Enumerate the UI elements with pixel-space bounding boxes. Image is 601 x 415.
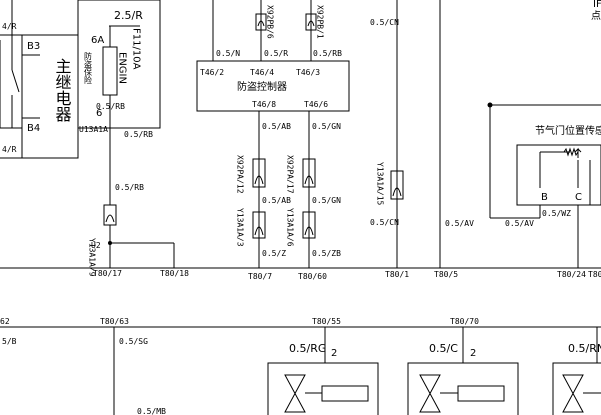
low-connector-1-icon <box>252 211 266 239</box>
fuse-input-wire: 2.5/R <box>114 9 143 22</box>
fuse-out-connector: U13A1A <box>79 125 108 134</box>
cn-wire-bottom: 0.5/CN <box>370 218 399 227</box>
fuse-pin-6: 6 <box>96 108 102 119</box>
fuse-block: 2.5/R 6A 防盗保险 ENGIN F11/10A 6 0.5/RB U13… <box>77 0 161 139</box>
main-relay: 4/R B3 B4 4/R 主继电器 <box>0 0 79 159</box>
injector-1-valve-icon <box>284 374 306 413</box>
terminal-t80-5: T80/5 <box>434 270 458 279</box>
injector-3-wire: 0.5/RN <box>568 342 601 355</box>
splice-label: U2 <box>91 241 101 250</box>
throttle-wire-av-1: 0.5/AV <box>445 219 474 228</box>
mid-connector-1-icon <box>252 158 266 188</box>
relay-bottom-wire-label: 4/R <box>2 145 17 154</box>
throttle-wire-av-2: 0.5/AV <box>505 219 534 228</box>
throttle-potentiometer-icon <box>563 147 579 157</box>
left-branch-connector: Y13A1A/9 <box>88 238 97 277</box>
relay-pin-b3: B3 <box>27 41 40 52</box>
injector-1: 0.5/RG 2 <box>267 327 379 415</box>
anti-theft-wire-bottom-2: 0.5/GN <box>312 122 341 131</box>
terminal-t80-70: T80/70 <box>450 317 479 326</box>
top-right-text-2: 点 <box>591 10 601 22</box>
terminal-t80-24: T80/24 <box>557 270 586 279</box>
terminal-t80-18: T80/18 <box>160 269 189 278</box>
anti-theft-wire-top-1: 0.5/N <box>216 49 240 58</box>
injector-2-valve-icon <box>419 374 441 413</box>
fuse-box <box>77 0 161 129</box>
cn-connector: Y13A1A/15 <box>376 162 385 206</box>
mid-connector-2-icon <box>302 158 316 188</box>
relay-pin-b4: B4 <box>27 123 40 134</box>
fuse-out-wire-2: 0.5/RB <box>124 130 153 139</box>
cn-connector-icon <box>390 170 404 200</box>
terminal-62: 62 <box>0 317 10 326</box>
anti-theft-pin-t46-2: T46/2 <box>200 68 224 77</box>
bottom-wire-mb: 0.5/MB <box>137 407 166 415</box>
injector-2-wire: 0.5/C <box>429 342 458 355</box>
terminal-t80-63: T80/63 <box>100 317 129 326</box>
fuse-element-icon <box>102 46 118 96</box>
anti-theft-wire-top-2: 0.5/R <box>264 49 288 58</box>
anti-theft-low-wire-1: 0.5/Z <box>262 249 286 258</box>
anti-theft-mid-wire-1: 0.5/AB <box>262 196 291 205</box>
injector-3: 0.5/RN <box>552 327 601 415</box>
anti-theft-pin-t46-4: T46/4 <box>250 68 274 77</box>
anti-theft-title: 防盗控制器 <box>237 80 287 93</box>
fuse-name-cn: 防盗保险 <box>84 51 93 85</box>
top-connector-1-icon <box>255 13 267 31</box>
injector-2: 0.5/C 2 <box>407 327 519 415</box>
left-branch-wire: 0.5/RB <box>115 183 144 192</box>
bottom-section: 62 T80/63 T80/55 T80/70 5/B 0.5/SG 0.5/M… <box>0 317 601 415</box>
anti-theft-wire-top-3: 0.5/RB <box>313 49 342 58</box>
low-connector-1: Y13A1A/3 <box>236 208 245 247</box>
terminal-t80-7: T80/7 <box>248 272 272 281</box>
terminal-t80-right: T80 <box>588 270 601 279</box>
anti-theft-low-wire-2: 0.5/ZB <box>312 249 341 258</box>
injector-2-coil-icon <box>457 385 505 402</box>
injector-2-pin: 2 <box>470 348 476 359</box>
bottom-wire-5b: 5/B <box>2 337 17 346</box>
fuse-name-en-2: F11/10A <box>131 28 142 70</box>
injector-1-pin: 2 <box>331 348 337 359</box>
bottom-wire-sg: 0.5/SG <box>119 337 148 346</box>
fuse-rating: 6A <box>91 35 104 46</box>
low-connector-2: Y13A1A/6 <box>286 208 295 247</box>
anti-theft-pin-t46-3: T46/3 <box>296 68 320 77</box>
relay-title: 主继电器 <box>53 58 72 122</box>
cn-wire-top: 0.5/CN <box>370 18 399 27</box>
fuse-name-en-1: ENGIN <box>117 52 128 84</box>
cn-line: 0.5/CN Y13A1A/15 0.5/CN T80/1 <box>370 0 409 279</box>
fuse-out-wire-1: 0.5/RB <box>96 102 125 111</box>
anti-theft-pin-t46-8: T46/8 <box>252 100 276 109</box>
top-connector-2: X92PB/1 <box>316 5 325 39</box>
throttle-box <box>516 144 601 206</box>
throttle-sensor: 0.5/AV T80/5 0.5/AV 节气门位置传感器 B C 0.5/WZ … <box>434 0 601 279</box>
anti-theft-mid-wire-2: 0.5/GN <box>312 196 341 205</box>
relay-switch-icon <box>0 0 22 129</box>
anti-theft-pin-t46-6: T46/6 <box>304 100 328 109</box>
terminal-t80-60: T80/60 <box>298 272 327 281</box>
injector-3-valve-icon <box>562 374 584 413</box>
terminal-t80-17: T80/17 <box>93 269 122 278</box>
mid-connector-1: X92PA/12 <box>236 155 245 194</box>
top-right-text-1: IF <box>593 0 601 10</box>
terminal-t80-1: T80/1 <box>385 270 409 279</box>
throttle-wire-wz: 0.5/WZ <box>542 209 571 218</box>
left-branch: 0.5/RB Y13A1A/9 U2 T80/17 T80/18 <box>88 138 189 278</box>
top-connector-2-icon <box>305 13 317 31</box>
terminal-t80-55: T80/55 <box>312 317 341 326</box>
top-connector-1: X92PB/6 <box>266 5 275 39</box>
mid-connector-2: X92PA/17 <box>286 155 295 194</box>
anti-theft-controller: X92PB/6 X92PB/1 0.5/N 0.5/R 0.5/RB T46/2… <box>196 0 350 281</box>
throttle-pin-c: C <box>575 192 582 203</box>
throttle-title: 节气门位置传感器 <box>535 124 601 137</box>
injector-1-coil-icon <box>321 385 369 402</box>
anti-theft-wire-bottom-1: 0.5/AB <box>262 122 291 131</box>
throttle-pin-b: B <box>541 192 548 203</box>
anti-theft-box <box>196 60 350 112</box>
injector-1-wire: 0.5/RG <box>289 342 326 355</box>
low-connector-2-icon <box>302 211 316 239</box>
relay-top-wire-label: 4/R <box>2 22 17 31</box>
